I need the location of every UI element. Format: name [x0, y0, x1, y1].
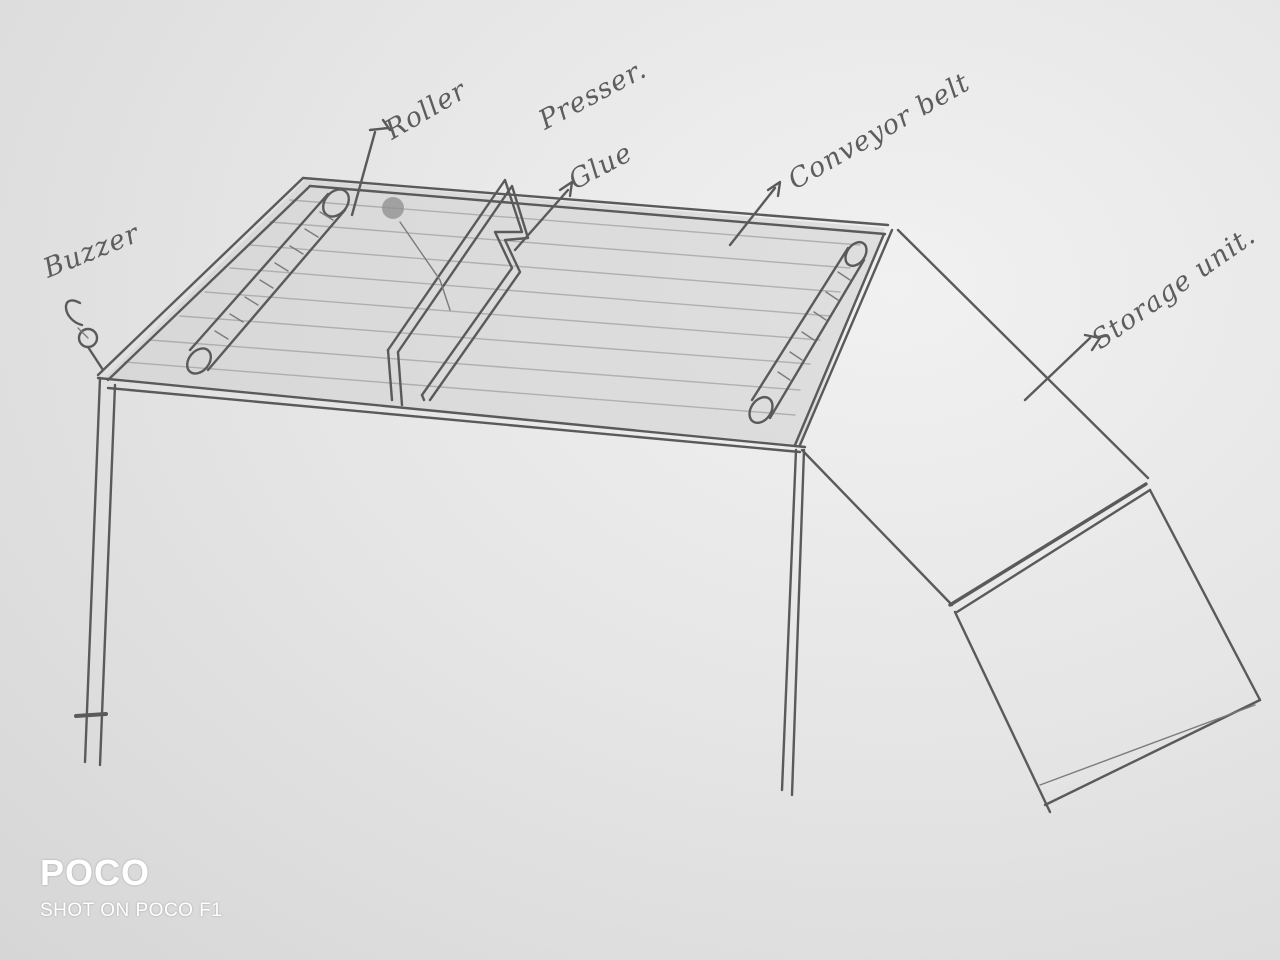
- label-conveyor-belt: Conveyor belt: [783, 67, 975, 196]
- camera-watermark-brand: POCO: [40, 852, 150, 894]
- camera-watermark-shot: SHOT ON POCO F1: [40, 900, 222, 922]
- conveyor-legs: [76, 378, 804, 795]
- label-roller: Roller: [379, 74, 473, 146]
- label-buzzer: Buzzer: [38, 218, 145, 285]
- storage-unit: [802, 230, 1260, 812]
- label-glue: Glue: [564, 137, 638, 196]
- buzzer-icon: [66, 300, 103, 370]
- label-presser: Presser.: [533, 54, 652, 137]
- label-storage-unit: Storage unit.: [1086, 220, 1261, 356]
